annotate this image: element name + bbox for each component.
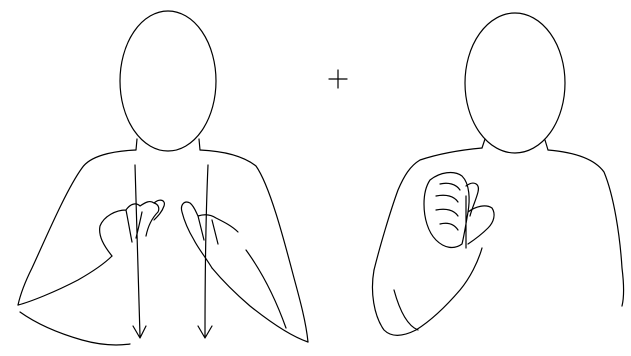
left-arrow-right bbox=[198, 165, 212, 338]
right-figure bbox=[372, 13, 623, 335]
right-neck bbox=[482, 139, 548, 150]
right-shoulders-torso bbox=[374, 148, 624, 306]
left-hand-left bbox=[100, 200, 165, 256]
right-forearm-inner bbox=[394, 290, 418, 330]
left-arm-right bbox=[212, 250, 308, 342]
left-neck bbox=[136, 139, 200, 150]
right-hand bbox=[424, 173, 494, 248]
right-arm bbox=[372, 248, 482, 335]
left-arm-left bbox=[18, 256, 130, 345]
left-hand-right bbox=[181, 202, 238, 268]
right-head bbox=[465, 13, 565, 153]
left-shoulders-torso bbox=[18, 150, 308, 342]
left-arrow-left bbox=[133, 165, 146, 338]
left-figure bbox=[18, 11, 308, 345]
left-head bbox=[120, 11, 216, 151]
plus-sign bbox=[329, 70, 347, 88]
